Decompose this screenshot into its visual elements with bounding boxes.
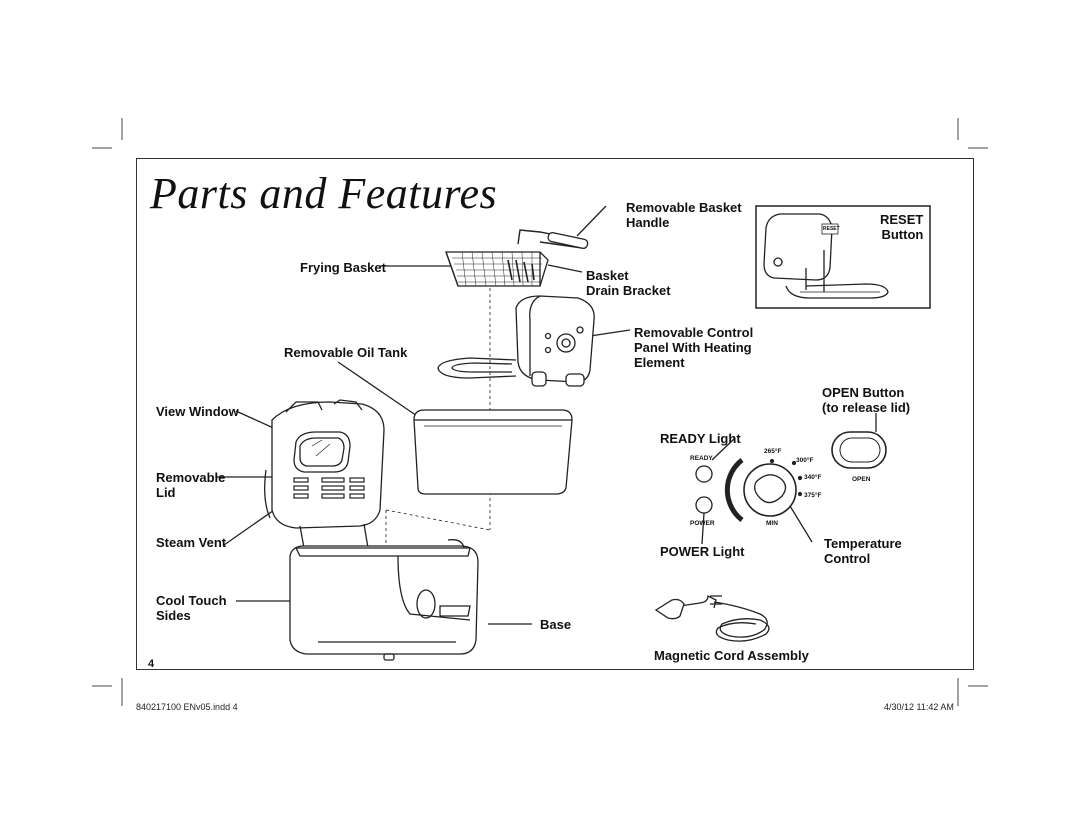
label-cord: Magnetic Cord Assembly <box>654 648 809 663</box>
label-power-light: POWER Light <box>660 544 745 559</box>
marking-temp-265: 265°F <box>764 448 782 455</box>
label-temperature: Temperature Control <box>824 536 902 566</box>
label-control-panel: Removable Control Panel With Heating Ele… <box>634 325 754 370</box>
marking-min: MIN <box>766 520 778 527</box>
label-drain-bracket: Basket Drain Bracket <box>586 268 671 298</box>
marking-ready: READY <box>690 455 713 462</box>
marking-open: OPEN <box>852 476 871 483</box>
label-basket-handle: Removable Basket Handle <box>626 200 742 230</box>
marking-temp-300: 300°F <box>796 457 814 464</box>
footer-timestamp: 4/30/12 11:42 AM <box>884 702 954 712</box>
label-reset: RESET Button <box>880 212 924 242</box>
label-view-window: View Window <box>156 404 239 419</box>
marking-power: POWER <box>690 520 715 527</box>
label-base: Base <box>540 617 572 632</box>
page-title: Parts and Features <box>150 169 498 218</box>
label-frying-basket: Frying Basket <box>300 260 386 275</box>
label-steam-vent: Steam Vent <box>156 535 227 550</box>
marking-reset-tag: RESET <box>823 226 840 232</box>
label-oil-tank: Removable Oil Tank <box>284 345 408 360</box>
label-lid: Removable Lid <box>156 470 226 500</box>
marking-temp-340: 340°F <box>804 474 822 481</box>
page-number: 4 <box>148 658 155 670</box>
label-ready-light: READY Light <box>660 431 741 446</box>
label-open-button: OPEN Button (to release lid) <box>822 385 911 415</box>
footer-filename: 840217100 ENv05.indd 4 <box>136 702 238 712</box>
marking-temp-375: 375°F <box>804 492 822 499</box>
label-cool-touch: Cool Touch Sides <box>156 593 227 623</box>
content-frame <box>136 158 974 670</box>
